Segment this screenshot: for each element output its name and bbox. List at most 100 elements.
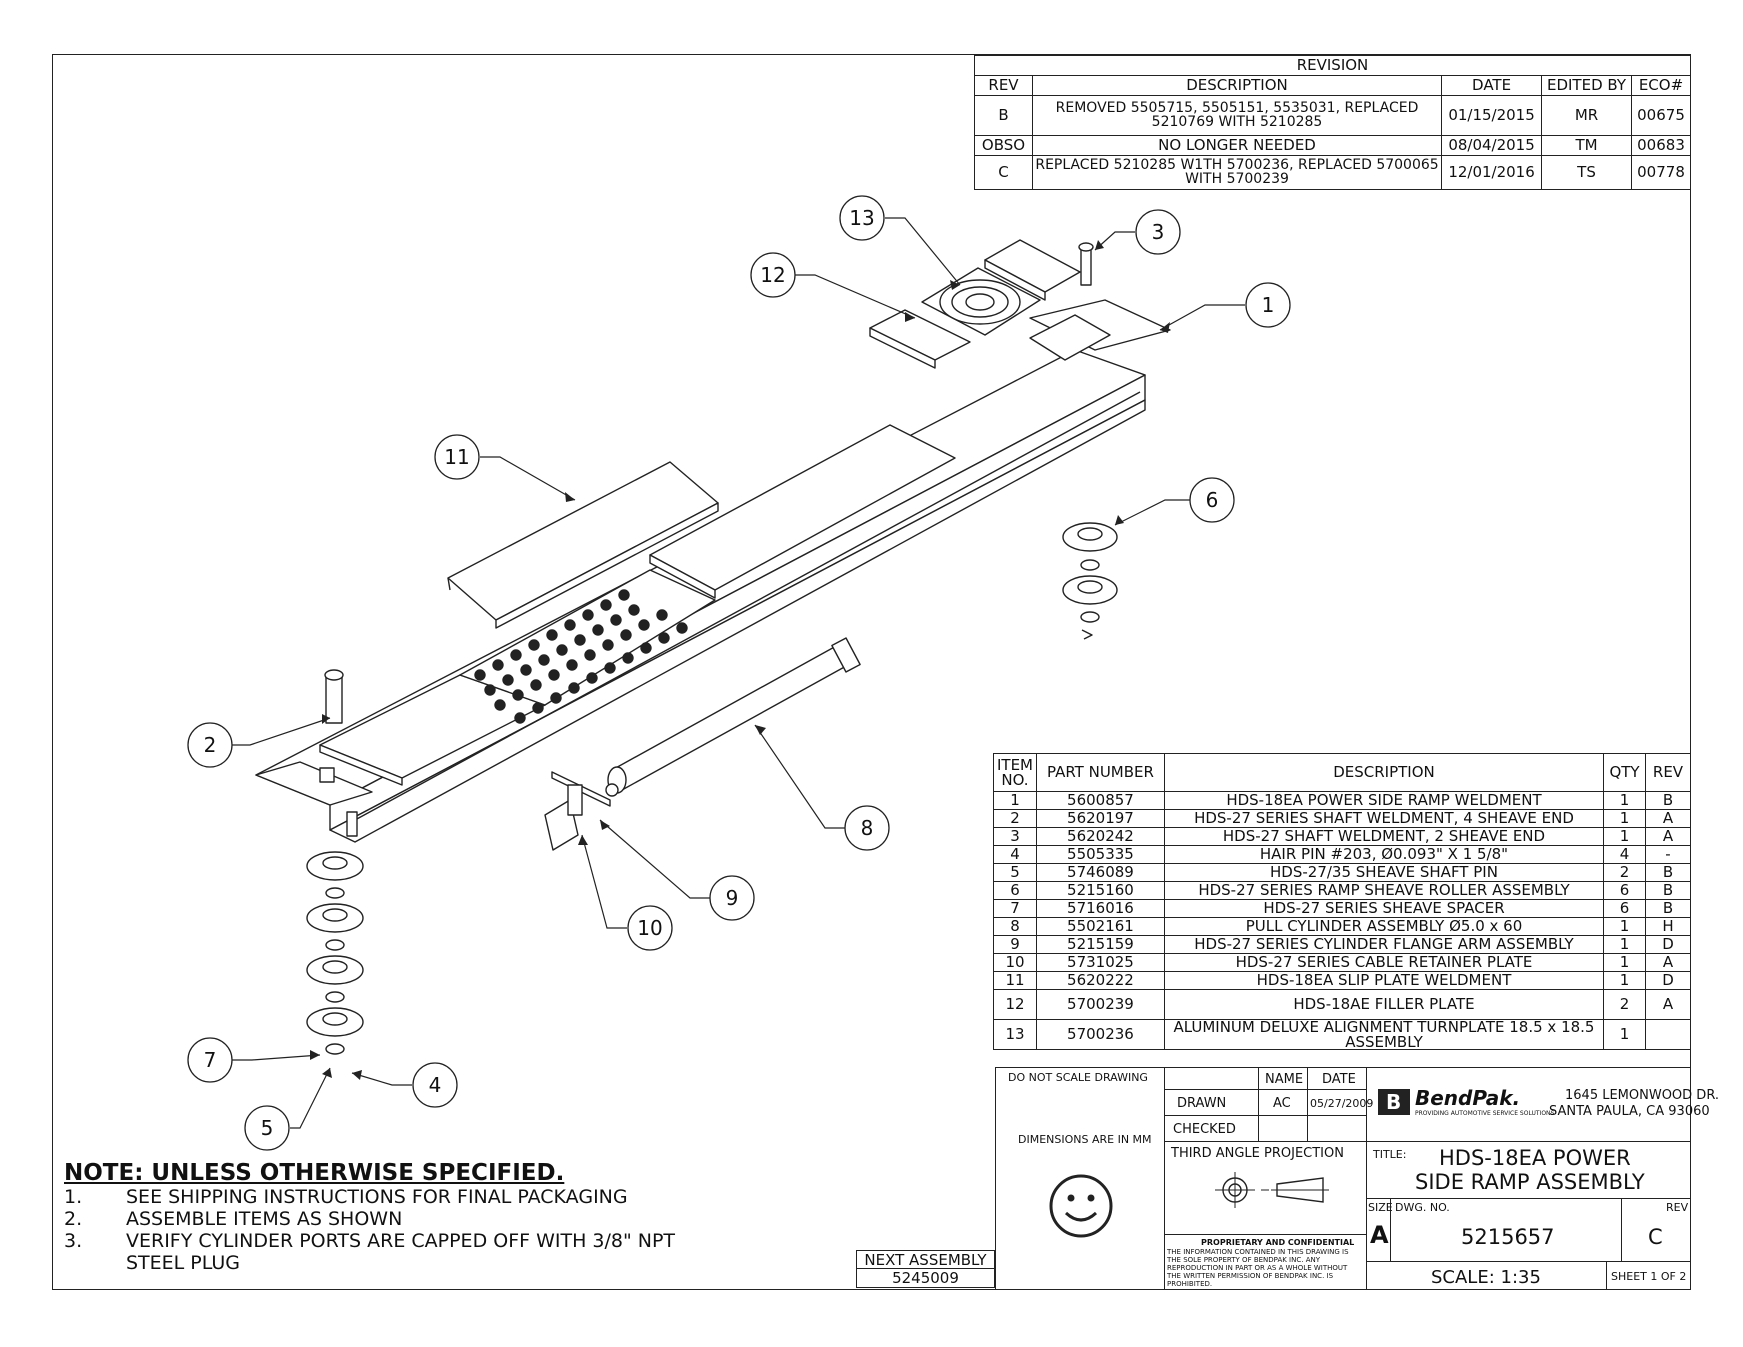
next-assembly-value: 5245009 [856, 1269, 995, 1288]
bom-header: QTY [1603, 753, 1646, 792]
rev-cell: REPLACED 5210285 W1TH 5700236, REPLACED … [1031, 155, 1443, 190]
bom-cell: 1 [1603, 791, 1646, 810]
bom-cell: HDS-27 SERIES SHEAVE SPACER [1163, 899, 1605, 918]
bom-cell: 4 [993, 845, 1037, 864]
next-assembly: NEXT ASSEMBLY 5245009 [856, 1250, 995, 1288]
bom-cell: A [1645, 953, 1691, 972]
rev-header: DATE [1441, 75, 1543, 96]
side-ramp-weldment [255, 299, 1171, 843]
svg-text:B: B [1386, 1090, 1401, 1114]
bom-cell: PULL CYLINDER ASSEMBLY Ø5.0 x 60 [1163, 917, 1605, 936]
projection-label: THIRD ANGLE PROJECTION [1171, 1146, 1344, 1161]
table-row: C REPLACED 5210285 W1TH 5700236, REPLACE… [974, 155, 1691, 190]
bom-cell: HDS-27 SHAFT WELDMENT, 2 SHEAVE END [1163, 827, 1605, 846]
drawing-title-line-2: SIDE RAMP ASSEMBLY [1415, 1170, 1645, 1194]
drawn-date: 05/27/2009 [1310, 1097, 1374, 1110]
bom-header: PART NUMBER [1035, 753, 1165, 792]
drawn-label: DRAWN [1177, 1096, 1227, 1111]
bom-cell: 5215159 [1035, 935, 1165, 954]
pull-cylinder [605, 637, 861, 797]
shaft-weldment-4-sheave [324, 669, 344, 724]
bom-cell: 9 [993, 935, 1037, 954]
note-item: 2.ASSEMBLE ITEMS AS SHOWN [64, 1208, 403, 1230]
roller-balls [474, 589, 688, 724]
bom-cell: HDS-27/35 SHEAVE SHAFT PIN [1163, 863, 1605, 882]
bom-cell: A [1645, 989, 1691, 1020]
bom-cell: 5620197 [1035, 809, 1165, 828]
rev-header: EDITED BY [1541, 75, 1632, 96]
bom-cell: B [1645, 899, 1691, 918]
general-notes: NOTE: UNLESS OTHERWISE SPECIFIED. 1.SEE … [64, 1160, 824, 1275]
bom-cell: 1 [993, 791, 1037, 810]
bom-cell: 12 [993, 989, 1037, 1020]
balloon-label: 8 [861, 816, 874, 840]
bom-cell: D [1645, 971, 1691, 990]
rev-cell: TM [1541, 135, 1632, 156]
dwg-no-label: DWG. NO. [1395, 1201, 1450, 1214]
note-item: 3.VERIFY CYLINDER PORTS ARE CAPPED OFF W… [64, 1230, 676, 1274]
address-line-2: SANTA PAULA, CA 93060 [1549, 1104, 1710, 1119]
bill-of-materials: ITEM NO. PART NUMBER DESCRIPTION QTY REV… [993, 753, 1691, 1050]
bom-cell: 6 [993, 881, 1037, 900]
bom-cell [1645, 1019, 1691, 1050]
balloon-9 [709, 875, 755, 921]
rev-cell: 08/04/2015 [1441, 135, 1543, 156]
bom-cell: B [1645, 881, 1691, 900]
do-not-scale: DO NOT SCALE DRAWING [1008, 1071, 1148, 1084]
bom-cell: A [1645, 809, 1691, 828]
bendpak-logo-icon: B [1378, 1089, 1410, 1115]
bom-cell: 4 [1603, 845, 1646, 864]
bom-cell: HDS-18AE FILLER PLATE [1163, 989, 1605, 1020]
bom-cell: 1 [1603, 809, 1646, 828]
sheave-stack-4 [306, 851, 364, 1055]
rev-cell: REMOVED 5505715, 5505151, 5535031, REPLA… [1031, 95, 1443, 136]
name-header: NAME [1265, 1072, 1304, 1087]
bom-cell: 5502161 [1035, 917, 1165, 936]
balloon-label: 10 [637, 916, 662, 940]
balloon-6 [1189, 477, 1235, 523]
bom-header: DESCRIPTION [1163, 753, 1605, 792]
flange-arm-and-retainer [544, 771, 611, 851]
bom-cell: 5600857 [1035, 791, 1165, 810]
notes-heading: NOTE: UNLESS OTHERWISE SPECIFIED. [64, 1160, 565, 1186]
drawing-scale: SCALE: 1:35 [1431, 1267, 1541, 1288]
balloon-label: 1 [1262, 293, 1275, 317]
rev-cell: MR [1541, 95, 1632, 136]
bom-cell: 2 [1603, 863, 1646, 882]
bom-cell: HDS-27 SERIES CYLINDER FLANGE ARM ASSEMB… [1163, 935, 1605, 954]
balloon-label: 4 [429, 1073, 442, 1097]
rev-cell: 12/01/2016 [1441, 155, 1543, 190]
balloon-label: 13 [849, 206, 874, 230]
sheave-stack-2 [1062, 522, 1118, 640]
bom-cell: B [1645, 863, 1691, 882]
bom-cell: HDS-27 SERIES CABLE RETAINER PLATE [1163, 953, 1605, 972]
dimensions-note: DIMENSIONS ARE IN MM [1018, 1133, 1152, 1146]
rev-header: REV [974, 75, 1033, 96]
rev-cell: NO LONGER NEEDED [1031, 135, 1443, 156]
balloon-label: 12 [760, 263, 785, 287]
drawing-border [52, 54, 1691, 1290]
bom-cell: 8 [993, 917, 1037, 936]
balloon-5 [244, 1105, 290, 1151]
slip-plate [447, 461, 719, 629]
rev-cell: TS [1541, 155, 1632, 190]
table-row: B REMOVED 5505715, 5505151, 5535031, REP… [974, 95, 1691, 136]
balloon-label: 6 [1206, 488, 1219, 512]
bom-cell: 5215160 [1035, 881, 1165, 900]
bom-cell: 6 [1603, 881, 1646, 900]
bom-cell: - [1645, 845, 1691, 864]
proprietary-text: THE INFORMATION CONTAINED IN THIS DRAWIN… [1167, 1248, 1349, 1288]
bom-cell: 6 [1603, 899, 1646, 918]
